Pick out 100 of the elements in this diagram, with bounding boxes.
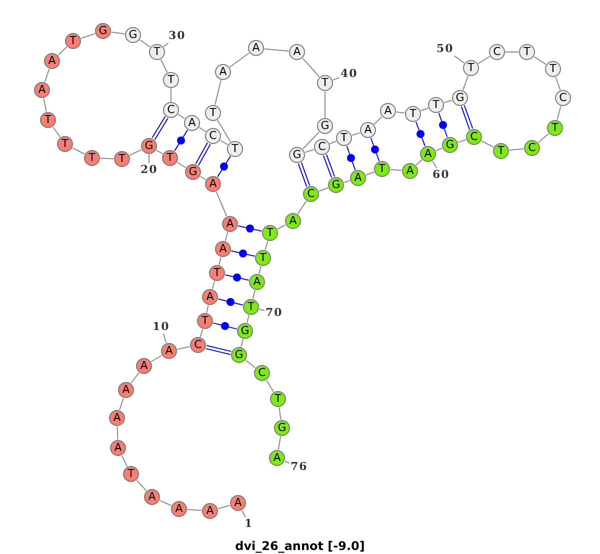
backbone-line (170, 88, 172, 102)
nucleotide-circle: C (205, 128, 221, 144)
nucleotide-circle: T (243, 299, 259, 315)
nucleotide-circle: T (40, 112, 56, 128)
backbone-line (44, 68, 50, 82)
position-number: 30 (168, 30, 186, 42)
nucleotide-circle: T (227, 141, 243, 157)
base-pair-line (415, 121, 426, 147)
nucleotide-circle: T (519, 44, 535, 60)
backbone-line (80, 33, 96, 39)
nucleotide-circle: A (360, 122, 376, 138)
position-number: 1 (244, 518, 254, 530)
leader-line (162, 334, 167, 344)
backbone-line (206, 304, 209, 314)
nucleotide-circle: G (328, 177, 344, 193)
nucleotide-circle: G (274, 420, 290, 436)
base-pair-line (460, 104, 474, 130)
backbone-line (390, 169, 402, 171)
nucleotide-circle: A (44, 53, 60, 69)
nucleotide-circle: T (336, 130, 352, 146)
backbone-line (304, 149, 314, 153)
nucleotide-circle: A (34, 82, 50, 98)
backbone-line (224, 232, 228, 242)
nucleotide-circle: C (314, 139, 330, 155)
backbone-line (538, 133, 550, 143)
backbone-line (178, 114, 186, 120)
nucleotide-circle: G (141, 138, 157, 154)
nucleotide-circle: A (144, 489, 160, 505)
backbone-line (352, 132, 360, 136)
leader-line (258, 308, 265, 312)
backbone-line (216, 120, 232, 142)
base-pair-line (217, 156, 231, 178)
nucleotide-circle: A (269, 450, 285, 466)
backbone-line (229, 52, 250, 68)
nucleotide-circle: G (452, 90, 468, 106)
backbone-line (198, 126, 206, 132)
backbone-line (121, 455, 128, 467)
backbone-line (119, 398, 124, 410)
nucleotide-circle: C (254, 365, 270, 381)
nucleotide-circle: T (149, 44, 165, 60)
nucleotide-circle: T (374, 161, 390, 177)
leader-line (148, 154, 150, 164)
base-pair-line (224, 274, 250, 281)
nucleotide-circle: T (65, 33, 81, 49)
backbone-line (264, 48, 290, 52)
backbone-line (130, 372, 140, 384)
backbone-line (186, 509, 202, 511)
backbone-line (252, 290, 256, 300)
backbone-line (508, 148, 524, 151)
backbone-line (246, 314, 250, 324)
base-pair-line (152, 116, 168, 140)
nucleotide-circle: T (163, 72, 179, 88)
backbone-line (52, 126, 61, 138)
backbone-line (324, 91, 326, 118)
nucleotide-circle: G (237, 323, 253, 339)
position-number: 40 (340, 68, 358, 80)
nucleotide-circle: A (202, 503, 218, 519)
backbone-line (435, 148, 443, 152)
position-number: 76 (290, 461, 308, 473)
backbone-line (329, 140, 337, 144)
backbone-line (266, 380, 274, 392)
backbone-line (129, 149, 142, 156)
backbone-line (159, 500, 172, 506)
nucleotide-circle: A (136, 358, 152, 374)
nucleotide-circle: T (493, 143, 509, 159)
leader-line (241, 510, 246, 518)
nucleotide-circle: A (248, 40, 264, 56)
leader-line (432, 160, 438, 168)
nucleotide-circle: A (420, 146, 436, 162)
nucleotide-circle: T (57, 136, 73, 152)
backbone-line (139, 39, 151, 48)
backbone-line (318, 187, 328, 192)
backbone-line (365, 171, 375, 176)
backbone-line (534, 56, 546, 65)
nucleotide-circle: T (197, 313, 213, 329)
backbone-line (218, 256, 222, 266)
backbone-line (43, 98, 47, 112)
backbone-line (218, 504, 230, 510)
nucleotide-circle: A (222, 216, 238, 232)
backbone-line (264, 240, 268, 250)
nucleotide-circle: T (317, 75, 333, 91)
nucleotide-circle: A (161, 343, 177, 359)
base-pair-line (346, 146, 356, 170)
nucleotide-circle: C (303, 186, 319, 202)
base-pair-line (174, 130, 188, 152)
nucleotide-circle: A (289, 44, 305, 60)
nucleotide-circle: A (202, 289, 218, 305)
base-pair-line (230, 250, 256, 257)
position-number: 10 (152, 321, 170, 333)
nucleotide-circle: G (95, 23, 111, 39)
nucleotide-circle: T (205, 105, 221, 121)
backbone-line (396, 112, 406, 114)
leader-line (163, 42, 169, 48)
backbone-line (481, 140, 494, 148)
nucleotide-circle: T (463, 60, 479, 76)
nucleotide-circle: C (524, 140, 540, 156)
nucleotide-circle: A (380, 103, 396, 119)
nucleotide-circle: A (402, 163, 418, 179)
nucleotide-circle: A (249, 274, 265, 290)
base-pair-line (218, 298, 244, 306)
